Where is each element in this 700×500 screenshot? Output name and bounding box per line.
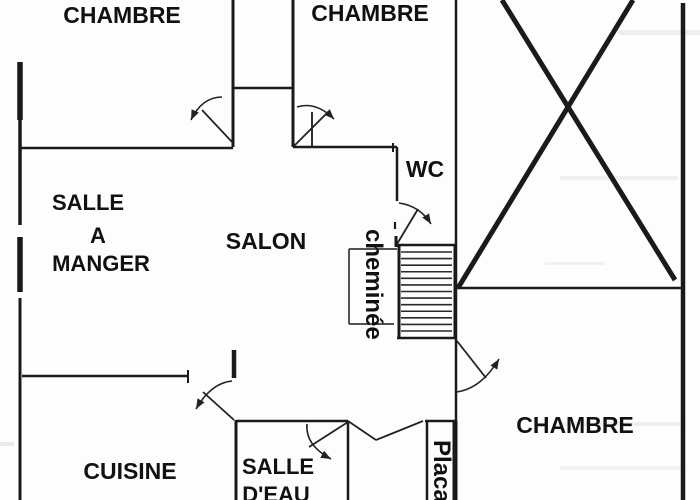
room-label-wc: WC xyxy=(406,156,444,182)
door-chambre-top-left-arrow xyxy=(191,109,199,120)
room-label-cuisine: CUISINE xyxy=(83,458,176,484)
room-label-salle-a-manger-line3: MANGER xyxy=(52,251,150,276)
door-wc-arrow xyxy=(422,213,431,224)
door-chambre-bottom-leaf xyxy=(456,340,487,379)
door-chambre-top-middle-arrow xyxy=(324,109,334,119)
scan-streak xyxy=(0,442,14,446)
door-cuisine-arrow xyxy=(196,398,205,409)
door-chambre-top-left-arc xyxy=(190,96,223,121)
open-passage-line xyxy=(347,420,377,441)
scan-streak xyxy=(545,262,605,265)
scan-streak xyxy=(560,466,682,470)
door-cuisine-leaf xyxy=(202,391,235,421)
scan-streak xyxy=(618,30,700,35)
room-label-salle-a-manger-line1: SALLE xyxy=(52,190,124,215)
crossed-area-diagonal xyxy=(499,0,678,282)
door-salle-deau-arrow xyxy=(320,450,331,459)
door-wc-leaf xyxy=(396,208,419,245)
room-label-salle-a-manger-line2: A xyxy=(90,223,106,248)
door-chambre-top-middle-leaf xyxy=(293,111,329,147)
door-chambre-top-left-leaf xyxy=(201,109,234,144)
room-label-chambre-top-left: CHAMBRE xyxy=(63,2,181,28)
room-label-placard: Placard xyxy=(428,440,455,500)
room-label-chambre-bottom-right: CHAMBRE xyxy=(516,412,634,438)
door-salle-deau-leaf xyxy=(308,421,349,448)
crossed-area-diagonal xyxy=(455,0,636,290)
door-cuisine-arc xyxy=(195,380,233,410)
room-label-cheminee: cheminée xyxy=(360,229,387,340)
room-label-chambre-top-middle: CHAMBRE xyxy=(311,0,429,26)
room-label-salon: SALON xyxy=(226,228,307,254)
scan-streak xyxy=(560,176,678,180)
room-label-salle-deau-line2: D'EAU xyxy=(242,482,310,500)
door-chambre-bottom-arrow xyxy=(490,359,499,370)
open-passage-line xyxy=(375,420,424,441)
scan-streak xyxy=(558,422,682,426)
room-label-salle-deau-line1: SALLE xyxy=(242,454,314,479)
